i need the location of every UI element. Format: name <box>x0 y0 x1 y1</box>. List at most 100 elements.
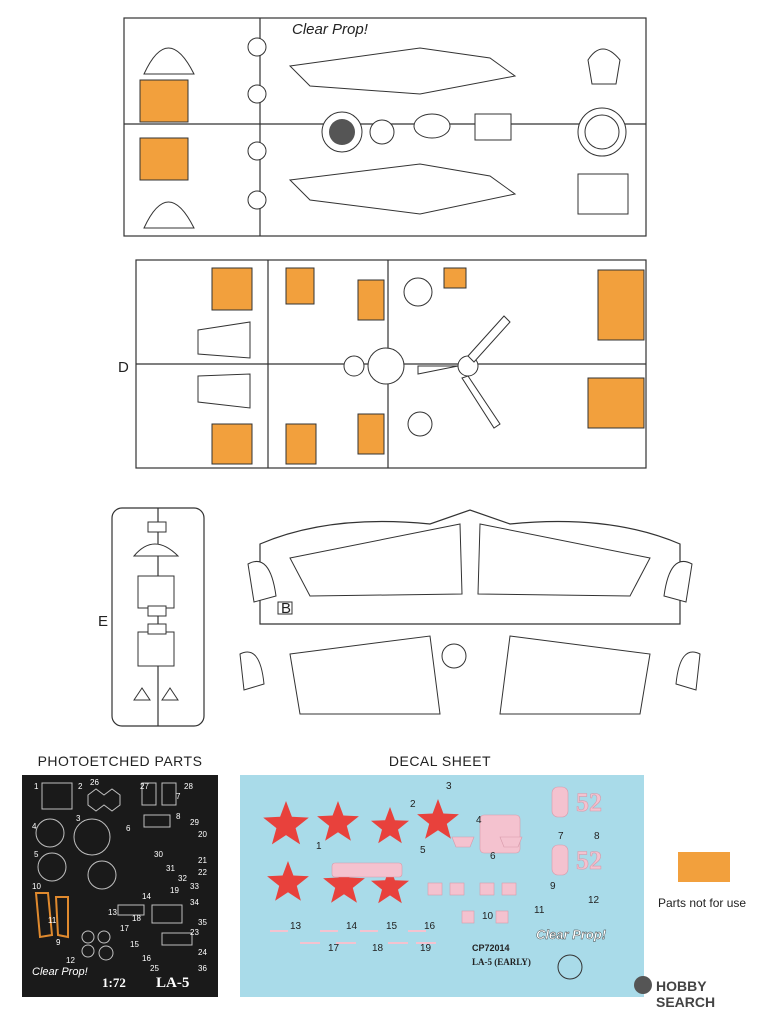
pe-part-number: 22 <box>198 868 207 877</box>
pe-seatbelt-part <box>34 892 54 939</box>
sprue-e-label: E <box>98 613 108 630</box>
pe-round-part <box>73 818 111 856</box>
decal-part-number: 8 <box>594 831 600 842</box>
pe-part-number: 7 <box>176 792 181 801</box>
decal-red-star <box>371 867 409 904</box>
legend-label: Parts not for use <box>658 896 747 910</box>
sprue-a-frame <box>123 17 647 237</box>
decal-small-mark <box>427 882 443 896</box>
pe-part-number: 2 <box>78 782 83 791</box>
pe-gear-part <box>87 788 121 812</box>
sprue-a: Clear Prop! <box>120 14 650 240</box>
wing-upper-right <box>477 523 651 597</box>
sprue-a-brand: Clear Prop! <box>292 21 369 38</box>
pe-part-number: 16 <box>142 954 151 963</box>
wheel-part <box>367 347 405 385</box>
wheel-part <box>441 643 467 669</box>
sprue-e-num-box <box>147 521 167 533</box>
sprue-a-part-cowl-top <box>143 47 195 75</box>
pe-part-number: 13 <box>108 908 117 917</box>
decal-small-mark <box>495 910 509 924</box>
pe-small-part <box>141 782 157 806</box>
pe-part-number: 32 <box>178 874 187 883</box>
flap-part <box>197 373 251 409</box>
wing-lower-left <box>289 635 441 715</box>
pe-part-number: 5 <box>34 850 39 859</box>
pe-part-number: 4 <box>32 822 37 831</box>
spinner-cone-part <box>587 48 621 85</box>
sprue-d-label: D <box>118 359 129 376</box>
pe-part-number: 14 <box>142 892 151 901</box>
decal-part-number: 9 <box>550 881 556 892</box>
decal-small-mark <box>449 882 465 896</box>
decal-red-star <box>263 801 309 845</box>
watermark-text: HOBBY SEARCH <box>656 978 716 1010</box>
unused-part-a2 <box>139 137 189 181</box>
pe-part-number: 9 <box>56 938 61 947</box>
pe-round-part <box>35 818 65 848</box>
wheel-part <box>247 37 267 57</box>
pe-part-number: 10 <box>32 882 41 891</box>
fuselage-half-left <box>288 47 517 95</box>
canopy-part <box>132 543 180 557</box>
unused-part-d1 <box>211 267 253 311</box>
pe-part-number: 12 <box>66 956 75 965</box>
unused-part-d3 <box>285 267 315 305</box>
pe-round-part <box>87 860 117 890</box>
pe-small-part <box>143 814 171 828</box>
pe-part-number: 33 <box>190 882 199 891</box>
decal-part-number: 14 <box>346 921 358 932</box>
propeller-blade <box>461 375 501 429</box>
decal-part-number: 15 <box>386 921 398 932</box>
pe-strip-part <box>161 932 193 946</box>
pe-part-number: 23 <box>190 928 199 937</box>
pe-part-number: 35 <box>198 918 207 927</box>
pe-part-number: 36 <box>198 964 207 973</box>
pe-part-number: 29 <box>190 818 199 827</box>
decal-tail-digit <box>551 786 569 818</box>
decal-tail-number: 52 <box>576 788 602 817</box>
pe-ring-part <box>81 944 95 958</box>
cockpit-tub-part <box>413 113 451 139</box>
pe-round-part <box>37 852 67 882</box>
decal-slogan <box>331 862 403 878</box>
watermark-logo <box>634 976 652 994</box>
pe-part-number: 24 <box>198 948 207 957</box>
decal-part-number: 11 <box>534 905 545 916</box>
decal-red-star <box>267 861 309 901</box>
canopy-small-part <box>161 687 179 701</box>
instrument-part <box>577 173 629 215</box>
propeller-blade <box>467 315 511 363</box>
pe-seatbelt-part <box>54 896 69 939</box>
decal-part-number: 17 <box>328 943 340 954</box>
spinner-part <box>369 119 395 145</box>
unused-part-d9 <box>587 377 645 429</box>
decal-red-star <box>371 807 409 844</box>
decal-part-number: 12 <box>588 895 600 906</box>
pe-ring-part <box>81 930 95 944</box>
sprue-e-num-box <box>147 623 167 635</box>
seat-part <box>474 113 512 141</box>
fuselage-half-right <box>288 163 517 215</box>
pe-brand: Clear Prop! <box>32 966 88 978</box>
pe-ring-part <box>98 945 114 961</box>
canopy-part <box>137 631 175 667</box>
pe-strip-part <box>151 904 183 924</box>
decal-part-number: 3 <box>446 781 452 792</box>
pe-scale: 1:72 <box>102 975 126 990</box>
gear-part <box>407 411 433 437</box>
decal-red-star <box>323 863 365 903</box>
decal-propeller-logo <box>557 954 583 980</box>
decal-part-number: 2 <box>410 799 416 810</box>
pe-part-number: 20 <box>198 830 207 839</box>
decal-part-number: 18 <box>372 943 384 954</box>
decal-name: LA-5 (EARLY) <box>472 957 531 967</box>
decal-small-mark <box>501 882 517 896</box>
unused-part-d6 <box>357 413 385 455</box>
wheel-part <box>247 141 267 161</box>
decal-part-number: 16 <box>424 921 436 932</box>
decal-part-number: 19 <box>420 943 432 954</box>
sprue-d: D <box>118 256 650 472</box>
pe-part-number: 31 <box>166 864 175 873</box>
pe-part-number: 15 <box>130 940 139 949</box>
